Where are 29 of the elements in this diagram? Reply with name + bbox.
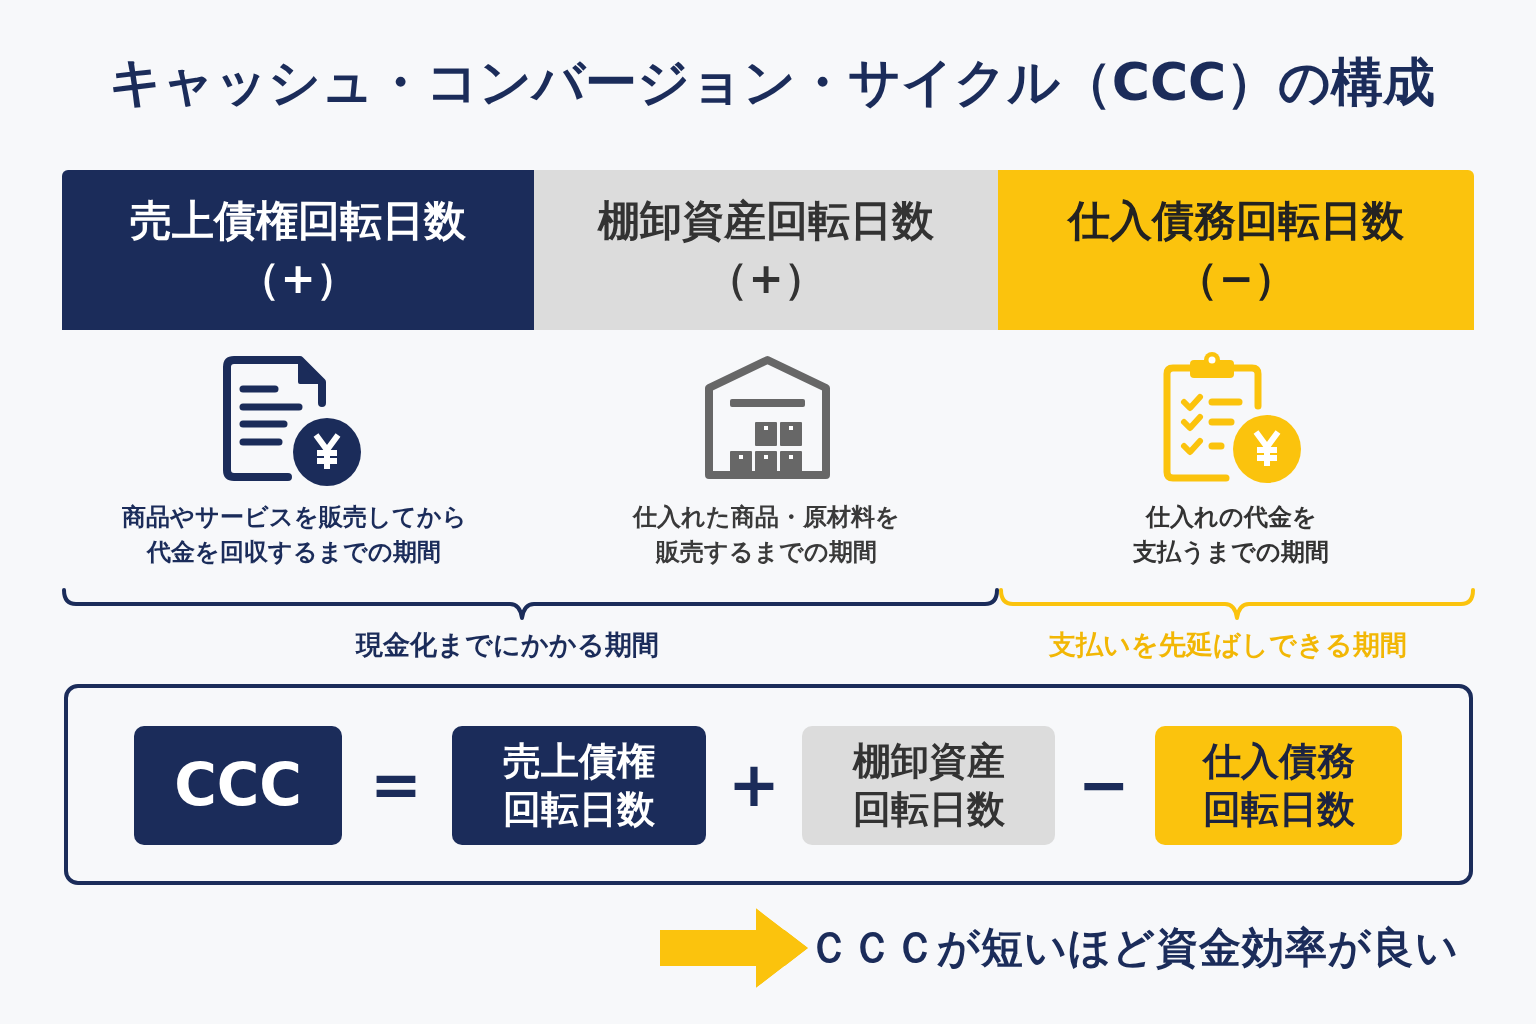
column-header <box>534 170 998 330</box>
term-label: 売上債権回転日数 <box>503 737 655 833</box>
operator-symbol: − <box>1078 754 1130 816</box>
header-title: 仕入債務回転日数 <box>1068 196 1404 246</box>
column-header <box>62 170 534 330</box>
header-title: 棚卸資産回転日数 <box>598 196 934 246</box>
term-label: CCC <box>174 749 302 821</box>
operator-symbol: + <box>728 754 780 816</box>
title: キャッシュ・コンバージョン・サイクル（CCC）の構成 <box>108 50 1436 114</box>
description-text: 仕入れの代金を支払うまでの期間 <box>1133 502 1329 568</box>
conclusion-text: ＣＣＣが短いほど資金効率が良い <box>808 923 1459 974</box>
term-box <box>802 726 1055 845</box>
description-text: 商品やサービスを販売してから代金を回収するまでの期間 <box>121 502 467 568</box>
header-title: 売上債権回転日数 <box>130 196 466 246</box>
bracket-label: 現金化までにかかる期間 <box>355 628 659 662</box>
term-label: 仕入債務回転日数 <box>1202 737 1355 833</box>
description-text: 仕入れた商品・原材料を販売するまでの期間 <box>632 502 900 568</box>
term-box <box>452 726 706 845</box>
term-box <box>1155 726 1402 845</box>
operator-symbol: = <box>370 754 422 816</box>
sign-label: （+） <box>706 254 826 304</box>
bracket-label: 支払いを先延ばしできる期間 <box>1049 628 1407 662</box>
term-label: 棚卸資産回転日数 <box>852 737 1005 833</box>
block-arrow <box>660 908 808 989</box>
sign-label: （+） <box>238 254 358 304</box>
formula-panel <box>64 684 1473 885</box>
term-box <box>134 726 342 845</box>
sign-label: （−） <box>1176 254 1296 304</box>
column-header <box>998 170 1474 330</box>
